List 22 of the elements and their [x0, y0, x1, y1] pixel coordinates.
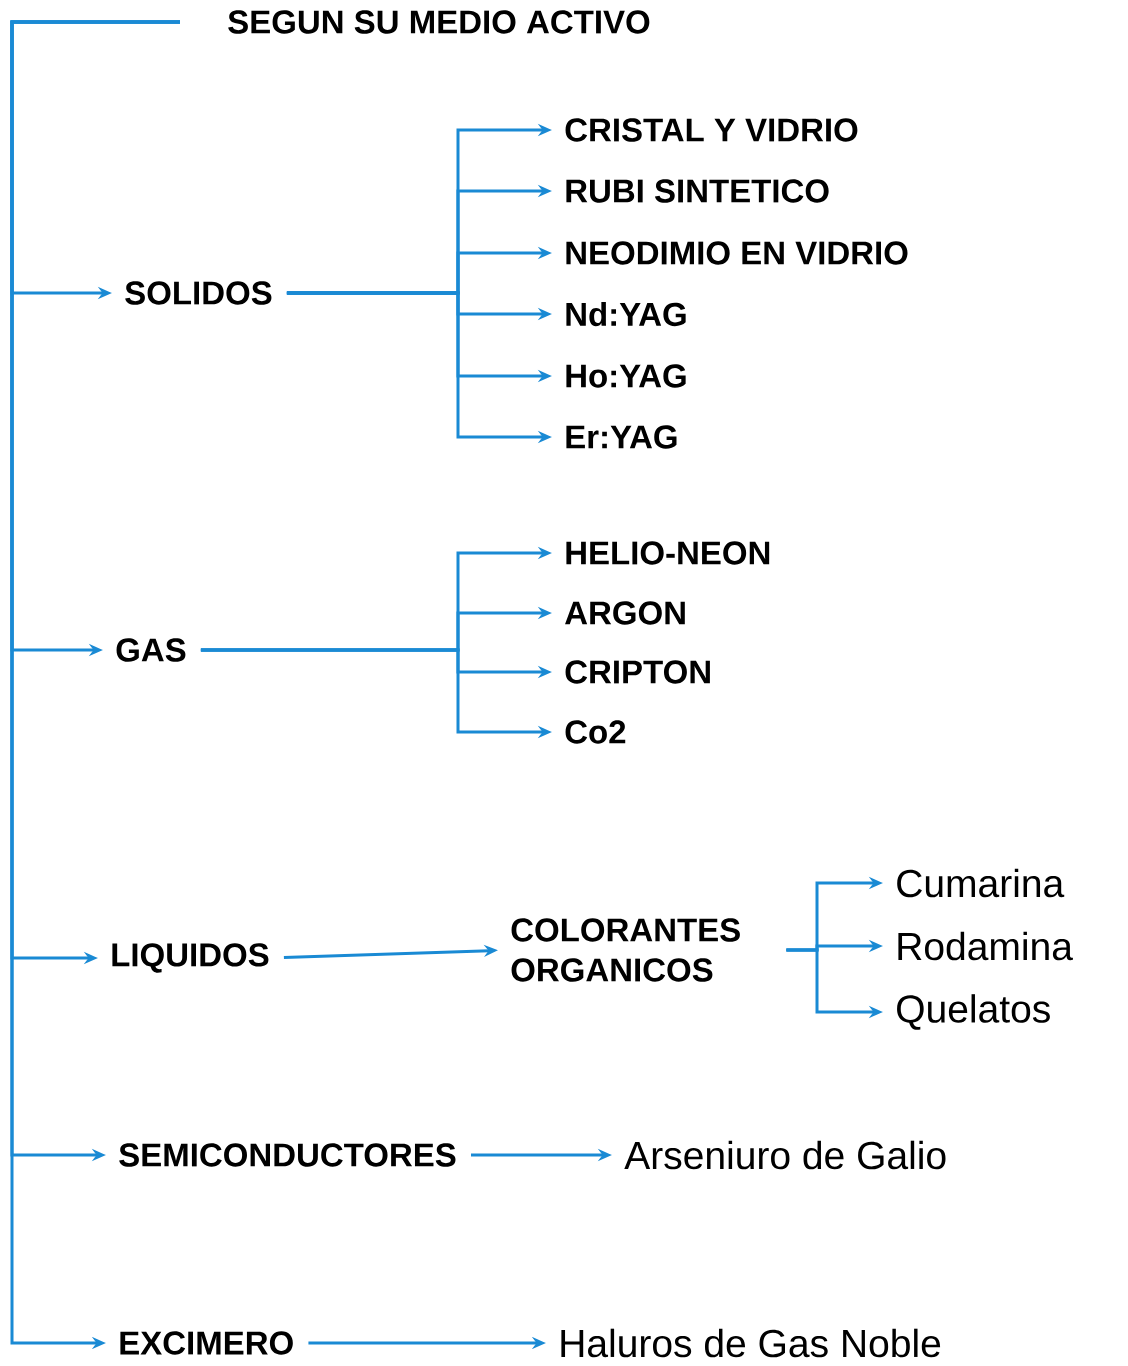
- category-text: EXCIMERO: [120, 1331, 293, 1355]
- category-text: SEMICONDUCTORES: [119, 1143, 456, 1167]
- category-text: RUBI SINTETICO: [566, 179, 829, 203]
- item-text: Rodamina: [898, 931, 1073, 961]
- item-text: Cumarina: [897, 868, 1065, 898]
- category-text: CRISTAL Y VIDRIO: [565, 118, 858, 142]
- category-text: CRIPTON: [565, 660, 710, 684]
- category-text: GAS: [116, 638, 186, 662]
- category-text: COLORANTES ORGANICOS: [511, 918, 740, 982]
- category-text: HELIO-NEON: [566, 541, 770, 565]
- category-text: Co2: [565, 720, 626, 744]
- category-text: SOLIDOS: [125, 281, 272, 305]
- category-text: Er:YAG: [566, 425, 677, 449]
- item-text: Haluros de Gas Noble: [561, 1328, 941, 1358]
- title-text: SEGUN SU MEDIO ACTIVO: [228, 10, 650, 34]
- category-text: Ho:YAG: [566, 364, 686, 388]
- item-text: Quelatos: [897, 994, 1050, 1030]
- item-text: Arseniuro de Galio: [624, 1140, 946, 1170]
- category-text: LIQUIDOS: [112, 943, 269, 973]
- category-text: Nd:YAG: [566, 301, 686, 327]
- category-text: ARGON: [565, 601, 685, 625]
- category-text: NEODIMIO EN VIDRIO: [566, 241, 908, 265]
